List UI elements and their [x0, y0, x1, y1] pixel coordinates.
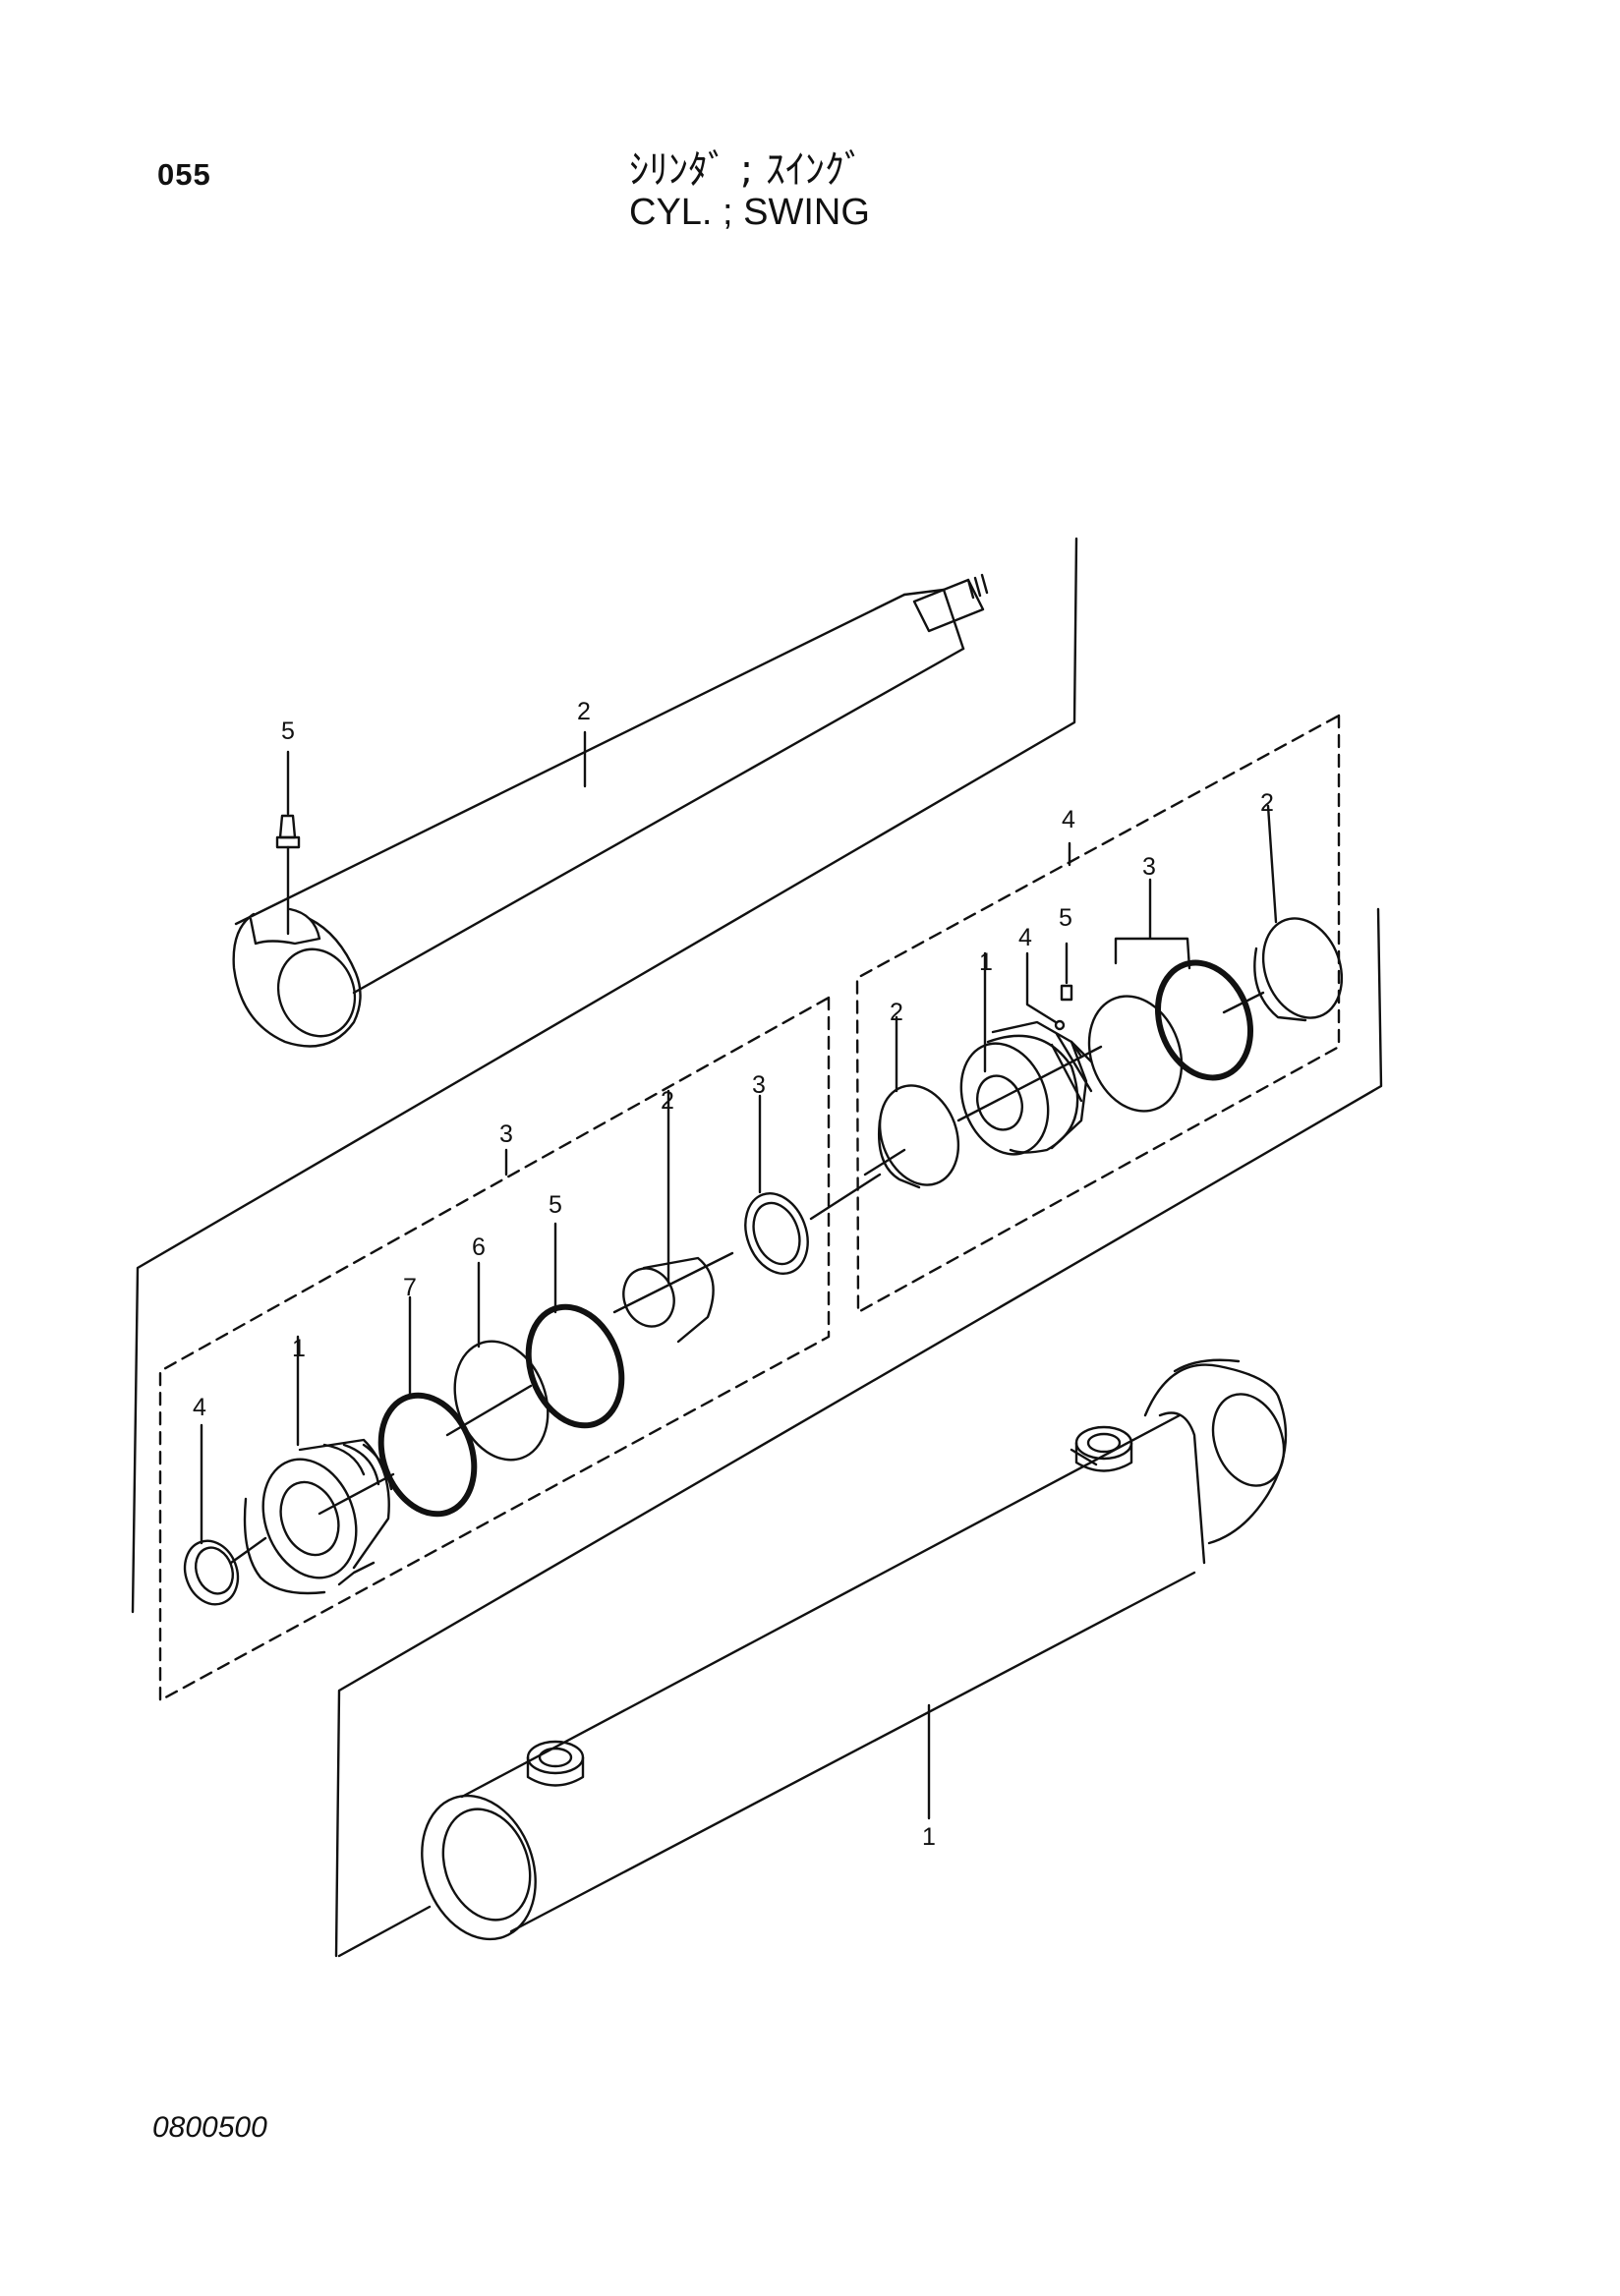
cylinder-tube: [421, 1358, 1288, 1941]
cylinder-head: [243, 1335, 393, 1595]
head-oring-large: [377, 1295, 478, 1518]
piston-group-bracket: [855, 714, 1341, 1314]
callout-tube: 1: [922, 1823, 936, 1851]
title-english: CYL. ; SWING: [629, 192, 870, 233]
callout-rod-grease-nipple: 5: [281, 718, 295, 745]
callout-head-group-bushing: 2: [661, 1087, 674, 1115]
head-wiper: [183, 1423, 240, 1606]
head-backup-ring: [453, 1261, 550, 1462]
callout-head-group-head: 1: [292, 1335, 306, 1362]
piston: [959, 951, 1093, 1156]
callout-piston-group-ring: 2: [1260, 789, 1274, 817]
rod-group-bracket: [131, 537, 1078, 1614]
head-oring: [525, 1222, 625, 1429]
piston-wear-ring-left: [878, 1015, 960, 1189]
callout-piston-group-wear-ring: 2: [890, 999, 903, 1026]
page-number: 055: [157, 157, 211, 192]
cylinder-tube-group: [334, 907, 1383, 1958]
piston-seal: [1087, 878, 1254, 1113]
piston-group: [855, 714, 1344, 1314]
head-group-bracket: [158, 996, 831, 1702]
piston-wear-ring-right: [1253, 804, 1344, 1022]
grease-nipple: [275, 750, 301, 936]
callout-piston-group: 4: [1062, 806, 1075, 833]
callout-head-group: 3: [499, 1120, 513, 1148]
title-japanese: ｼﾘﾝﾀﾞ ; ｽｲﾝｸﾞ: [629, 147, 864, 193]
rod-group: [131, 537, 1078, 1614]
piston-nipple: [1060, 942, 1073, 1002]
callout-head-group-oring: 5: [549, 1191, 562, 1219]
callout-piston-group-piston: 1: [979, 948, 993, 976]
piston-ball: [1025, 951, 1066, 1031]
drawing-number: 0800500: [152, 2111, 267, 2144]
callout-piston-group-seal: 3: [1142, 853, 1156, 881]
callout-head-group-seal: 3: [752, 1071, 766, 1099]
head-group: [158, 996, 831, 1702]
callout-rod: 2: [577, 698, 591, 725]
callout-piston-group-ball: 4: [1018, 924, 1032, 951]
callout-piston-group-nipple: 5: [1059, 904, 1072, 932]
callout-head-group-wiper: 4: [193, 1394, 206, 1421]
head-seal: [744, 1094, 809, 1275]
callout-head-group-backup-ring: 6: [472, 1234, 486, 1261]
tube-group-bracket: [334, 907, 1383, 1958]
callout-labels: 2 5 4 2 3 5 4 1 2 3 3 2 5 6 7 1 4 1: [193, 698, 1274, 1851]
piston-rod: [232, 573, 989, 1048]
callout-head-group-oring-large: 7: [403, 1274, 417, 1301]
